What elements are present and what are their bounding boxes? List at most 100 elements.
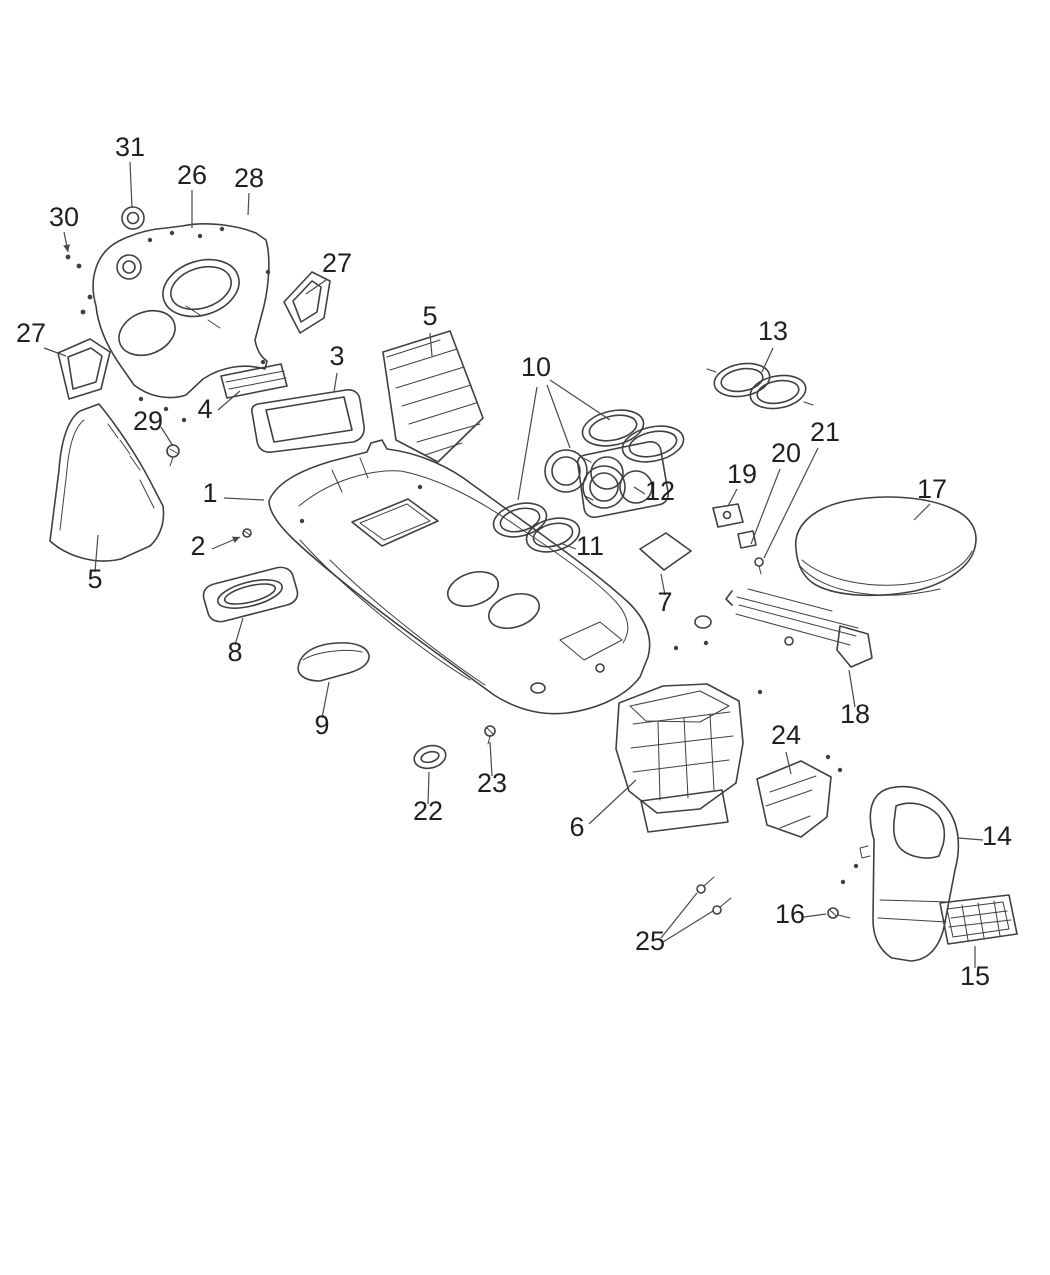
- leader-line: [660, 573, 666, 596]
- part-latch-19: [712, 503, 744, 528]
- callout-label-11: 11: [576, 531, 604, 561]
- part-cupholder-assembly-12: [577, 441, 669, 518]
- fastener-23: [484, 725, 496, 745]
- leader-line: [633, 486, 646, 495]
- part-rear-console-6: [615, 683, 744, 833]
- part-bracket-24: [756, 760, 832, 838]
- part-clip-20: [737, 530, 757, 549]
- callout-label-27: 27: [16, 318, 46, 348]
- part-armrest-17: [794, 496, 977, 597]
- part-cupholder-rings-13: [706, 362, 814, 410]
- leader-arrowhead: [232, 536, 240, 543]
- leader-lines: [43, 161, 984, 968]
- leader-line: [247, 192, 250, 216]
- callout-label-6: 6: [569, 812, 584, 842]
- callout-label-18: 18: [840, 699, 870, 729]
- callout-label-14: 14: [982, 821, 1012, 851]
- leader-line: [662, 910, 714, 943]
- callout-label-10: 10: [521, 352, 551, 382]
- part-console-body-1: [268, 439, 651, 715]
- leader-line: [129, 161, 133, 209]
- callout-label-31: 31: [115, 132, 145, 162]
- leader-line: [549, 379, 611, 421]
- callout-label-22: 22: [413, 796, 443, 826]
- leader-line: [660, 892, 698, 939]
- callout-label-23: 23: [477, 768, 507, 798]
- part-bracket-panel-5: [382, 330, 484, 463]
- callout-label-4: 4: [197, 394, 212, 424]
- leader-line: [957, 837, 984, 841]
- part-front-trim-panel-26: [92, 223, 270, 399]
- callout-label-30: 30: [49, 202, 79, 232]
- leader-line: [727, 488, 738, 507]
- leader-line: [559, 542, 577, 550]
- leader-line: [785, 751, 792, 775]
- callout-label-16: 16: [775, 899, 805, 929]
- leader-line: [848, 669, 856, 708]
- callout-label-7: 7: [657, 587, 672, 617]
- part-trim-right-27: [283, 271, 331, 334]
- fastener-16: [827, 907, 851, 919]
- leader-line: [763, 447, 819, 559]
- callout-label-13: 13: [758, 316, 788, 346]
- callout-label-26: 26: [177, 160, 207, 190]
- part-cupholder-insert-11: [492, 502, 581, 553]
- part-cupholder-liners-10: [544, 409, 685, 509]
- callout-label-20: 20: [771, 438, 801, 468]
- leader-line: [223, 497, 265, 501]
- callout-label-24: 24: [771, 720, 801, 750]
- part-hinge-bracket-18: [725, 588, 873, 668]
- leader-line: [489, 741, 493, 777]
- part-mat-grille-4: [220, 363, 288, 399]
- part-storage-tray-3: [251, 389, 365, 453]
- fasteners-25: [696, 876, 732, 915]
- callout-label-25: 25: [635, 926, 665, 956]
- part-grommet-31: [121, 206, 145, 230]
- callout-label-12: 12: [645, 476, 675, 506]
- leader-line: [546, 384, 571, 449]
- leader-line: [333, 372, 338, 393]
- leader-line: [913, 503, 931, 521]
- part-rear-trim-panel-14: [859, 785, 960, 962]
- leader-line: [588, 779, 637, 825]
- callout-label-8: 8: [227, 637, 242, 667]
- part-pad-7: [639, 532, 692, 571]
- part-clip-29: [166, 444, 180, 467]
- part-side-panel-left-5: [49, 403, 165, 562]
- callout-label-19: 19: [727, 459, 757, 489]
- callout-label-15: 15: [960, 961, 990, 991]
- leader-line: [160, 426, 174, 447]
- callout-label-21: 21: [810, 417, 840, 447]
- leader-line: [43, 347, 67, 357]
- part-trim-left-27: [57, 338, 111, 400]
- leader-line: [217, 390, 241, 411]
- leader-arrowhead: [63, 244, 70, 252]
- callout-label-3: 3: [329, 341, 344, 371]
- callout-label-5: 5: [422, 301, 437, 331]
- leader-line: [517, 386, 538, 501]
- leader-line: [94, 534, 99, 573]
- callout-label-9: 9: [314, 710, 329, 740]
- misc-fasteners: [138, 226, 859, 885]
- callout-label-17: 17: [917, 474, 947, 504]
- leader-line: [427, 771, 430, 805]
- leader-line: [305, 279, 327, 295]
- callout-label-2: 2: [190, 531, 205, 561]
- fasteners-30: [65, 254, 93, 315]
- diagram-artwork: [49, 206, 1018, 962]
- part-shifter-bezel-8: [202, 566, 299, 623]
- fastener-2: [242, 528, 252, 538]
- callout-label-29: 29: [133, 406, 163, 436]
- part-plug-22: [413, 744, 447, 770]
- leader-line: [761, 347, 774, 373]
- callout-label-27: 27: [322, 248, 352, 278]
- callout-label-28: 28: [234, 163, 264, 193]
- fastener-21: [754, 557, 764, 575]
- leader-line: [803, 913, 827, 918]
- part-rear-mat-15: [939, 894, 1018, 945]
- callout-label-5: 5: [87, 564, 102, 594]
- leader-line: [750, 468, 781, 545]
